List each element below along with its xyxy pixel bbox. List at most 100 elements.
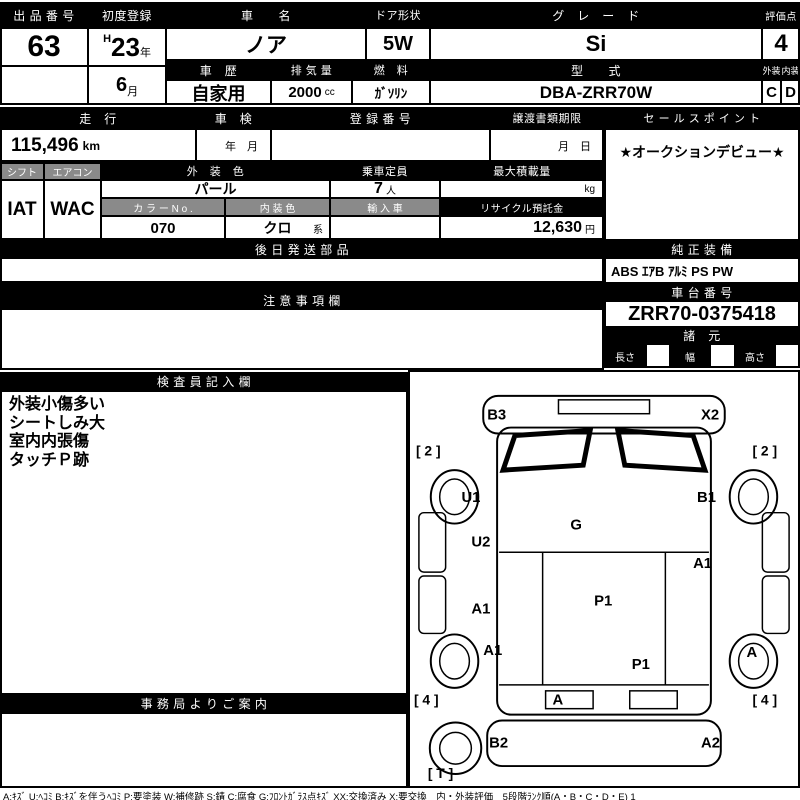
shaken-value: 年 月 [196, 129, 271, 162]
genuine-equipment-header: 純 正 装 備 [604, 240, 800, 258]
spare-tire-icon [428, 721, 483, 775]
first-registration-year-value: 23 [111, 31, 140, 62]
fuel-header: 燃 料 [352, 60, 430, 80]
rear-right-wheel-icon [737, 642, 770, 680]
first-registration-year: H 23 年 [88, 28, 166, 66]
aircon-header: エアコン [44, 162, 101, 180]
later-parts-header: 後 日 発 送 部 品 [0, 240, 604, 258]
rear-left-wheel-icon [438, 642, 471, 680]
damage-label-x2: X2 [701, 408, 719, 424]
grade-header: グ レ ー ド [430, 2, 762, 28]
right-door-panel-shape [761, 575, 790, 635]
exterior-grade-header: 外装 [762, 60, 781, 80]
office-notice-area [0, 713, 408, 788]
registration-number-header: 登 録 番 号 [271, 107, 490, 129]
sales-point-value: ★オークションデビュー★ [619, 144, 785, 160]
interior-grade-header: 内装 [781, 60, 800, 80]
payload-header: 最大積載量 [440, 162, 604, 180]
interior-color-value: クロ [263, 220, 292, 236]
front-bumper-shape [482, 394, 726, 435]
capacity-value: 7 [374, 180, 383, 197]
chassis-number-value: ZRR70-0375418 [604, 301, 800, 327]
aircon-value: WAC [44, 180, 101, 240]
car-name-value: ノア [166, 28, 366, 60]
score-header: 評価点 [762, 2, 800, 28]
car-history-value: 自家用 [166, 80, 271, 105]
displacement-value-cell: 2000 cc [271, 80, 352, 105]
height-header: 高さ [735, 344, 775, 368]
inspector-notes-area: 外装小傷多い シートしみ大 室内内張傷 タッチＰ跡 [0, 391, 408, 694]
color-number-value: 070 [101, 216, 225, 240]
inspector-note-line: 室内内張傷 [9, 433, 90, 450]
inspector-note-line: 外装小傷多い [9, 396, 106, 413]
divider-band [0, 283, 604, 291]
spec-table-header: 諸 元 [604, 327, 800, 344]
model-code-header: 型 式 [430, 60, 762, 80]
door-shape-value: 5W [366, 28, 430, 60]
car-body-outline [496, 426, 712, 716]
grade-value: Si [430, 28, 762, 60]
year-unit: 年 [139, 47, 151, 59]
lot-number-header: 出 品 番 号 [0, 2, 88, 28]
interior-color-header: 内 装 色 [225, 198, 330, 216]
displacement-value: 2000 [288, 84, 322, 101]
fuel-value: ｶﾞｿﾘﾝ [352, 80, 430, 105]
windshield-right-shape [614, 427, 709, 473]
car-history-header: 車 歴 [166, 60, 271, 80]
damage-label-p1-center: P1 [594, 594, 612, 610]
score-value: 4 [762, 28, 800, 60]
caution-header: 注 意 事 項 欄 [0, 291, 604, 309]
rear-right-wheel-icon [728, 633, 779, 689]
length-header: 長さ [604, 344, 646, 368]
left-door-panel-shape [418, 575, 447, 635]
front-right-wheel-icon [728, 469, 779, 525]
capacity-header: 乗車定員 [330, 162, 440, 180]
lot-number-empty-cell [0, 66, 88, 105]
damage-label-a1-rear-left: A1 [483, 643, 502, 659]
registration-number-value [271, 129, 490, 162]
tire-label-rear-left: [ 4 ] [414, 692, 439, 708]
damage-label-a-rear: A [553, 693, 564, 709]
damage-label-u2: U2 [471, 534, 490, 550]
shift-value: IAT [0, 180, 44, 240]
transfer-deadline-header: 譲渡書類期限 [490, 107, 604, 129]
shaken-header: 車 検 [196, 107, 271, 129]
rear-left-wheel-icon [429, 633, 480, 689]
sales-point-header: セ ー ル ス ポ イ ン ト [604, 107, 800, 129]
tire-label-front-left: [ 2 ] [416, 442, 441, 458]
damage-label-b1: B1 [697, 490, 716, 506]
era-mark: H [103, 33, 112, 45]
damage-label-b3: B3 [487, 408, 506, 424]
payload-unit: kg [440, 180, 604, 198]
capacity-unit: 人 [385, 185, 396, 197]
mileage-value-cell: 115,496 km [0, 129, 196, 162]
displacement-unit: cc [324, 87, 335, 98]
damage-label-u1: U1 [461, 490, 480, 506]
width-value [710, 344, 735, 368]
import-car-value [330, 216, 440, 240]
inspector-notes-header: 検 査 員 記 入 欄 [0, 372, 408, 391]
sales-point-value-cell: ★オークションデビュー★ [604, 129, 800, 240]
tire-label-rear-right: [ 4 ] [752, 692, 777, 708]
front-left-wheel-icon [438, 478, 471, 516]
recycle-deposit-unit: 円 [585, 224, 595, 236]
damage-label-a1-left: A1 [471, 602, 490, 618]
width-header: 幅 [670, 344, 710, 368]
tailgate-right-shape [628, 690, 678, 710]
office-notice-header: 事 務 局 よ り ご 案 内 [0, 694, 408, 713]
interior-color-value-cell: クロ 系 [225, 216, 330, 240]
month-unit: 月 [127, 86, 139, 98]
interior-grade-value: D [781, 80, 800, 105]
spare-tire-icon [438, 731, 473, 765]
legend-text: A:ｷｽﾞ U:ﾍｺﾐ B:ｷｽﾞを伴うﾍｺﾐ P:要塗装 W:補修跡 S:錆 … [3, 792, 636, 800]
car-name-header: 車 名 [166, 2, 366, 28]
damage-label-a-wheel: A [747, 645, 758, 661]
exterior-grade-value: C [762, 80, 781, 105]
damage-label-a2: A2 [701, 735, 720, 751]
genuine-equipment-value: ABS ｴｱB ｱﾙﾐ PS PW [604, 258, 800, 283]
import-car-header: 輸 入 車 [330, 198, 440, 216]
exterior-color-value: パール [101, 180, 330, 198]
recycle-deposit-value-cell: 12,630 円 [440, 216, 604, 240]
first-registration-month: 6 月 [88, 66, 166, 105]
